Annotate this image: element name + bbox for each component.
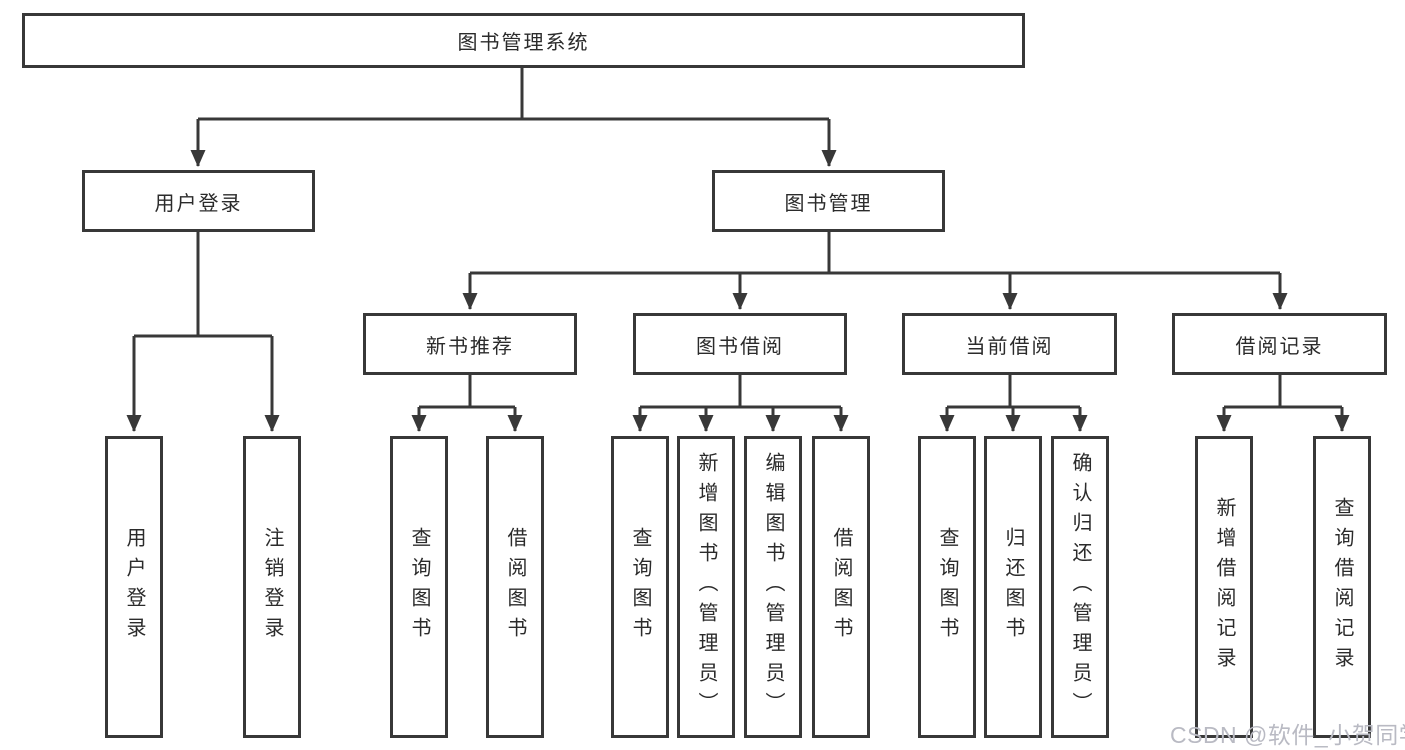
csdn-watermark: CSDN @软件_小贺同学 <box>1170 722 1405 748</box>
node-label: 新书推荐 <box>426 335 514 358</box>
leaf-query-books-borrow: 查询图书 <box>611 436 669 738</box>
leaf-label: 新增图书（管理员） <box>695 452 717 722</box>
leaf-query-borrow-record: 查询借阅记录 <box>1313 436 1371 738</box>
leaf-label: 查询图书 <box>629 527 651 647</box>
node-root-system: 图书管理系统 <box>22 13 1025 68</box>
node-label: 图书管理 <box>784 192 873 215</box>
node-book-management: 图书管理 <box>712 170 945 232</box>
node-label: 当前借阅 <box>965 335 1054 358</box>
leaf-label: 注销登录 <box>261 527 283 647</box>
node-new-book-recommend: 新书推荐 <box>363 313 577 375</box>
leaf-confirm-return-admin: 确认归还（管理员） <box>1051 436 1109 738</box>
leaf-label: 查询图书 <box>936 527 958 647</box>
leaf-return-books: 归还图书 <box>984 436 1042 738</box>
leaf-edit-books-admin: 编辑图书（管理员） <box>744 436 802 738</box>
leaf-add-books-admin: 新增图书（管理员） <box>677 436 735 738</box>
leaf-add-borrow-record: 新增借阅记录 <box>1195 436 1253 738</box>
leaf-user-login: 用户登录 <box>105 436 163 738</box>
node-book-borrow: 图书借阅 <box>633 313 847 375</box>
leaf-borrow-books: 借阅图书 <box>812 436 870 738</box>
leaf-label: 归还图书 <box>1002 527 1024 647</box>
leaf-borrow-books-recommend: 借阅图书 <box>486 436 544 738</box>
node-label: 图书管理系统 <box>457 32 590 54</box>
node-borrow-records: 借阅记录 <box>1172 313 1387 375</box>
leaf-query-books-recommend: 查询图书 <box>390 436 448 738</box>
leaf-label: 编辑图书（管理员） <box>762 452 784 722</box>
leaf-query-books-current: 查询图书 <box>918 436 976 738</box>
node-label: 图书借阅 <box>696 335 784 358</box>
leaf-label: 确认归还（管理员） <box>1069 452 1091 722</box>
node-label: 用户登录 <box>154 192 243 215</box>
leaf-label: 用户登录 <box>123 527 145 647</box>
node-current-borrow: 当前借阅 <box>902 313 1117 375</box>
node-user-login: 用户登录 <box>82 170 315 232</box>
leaf-label: 查询借阅记录 <box>1331 497 1353 677</box>
leaf-label: 查询图书 <box>408 527 430 647</box>
leaf-label: 借阅图书 <box>504 527 526 647</box>
leaf-label: 新增借阅记录 <box>1213 497 1235 677</box>
leaf-label: 借阅图书 <box>830 527 852 647</box>
leaf-logout: 注销登录 <box>243 436 301 738</box>
node-label: 借阅记录 <box>1235 335 1324 358</box>
